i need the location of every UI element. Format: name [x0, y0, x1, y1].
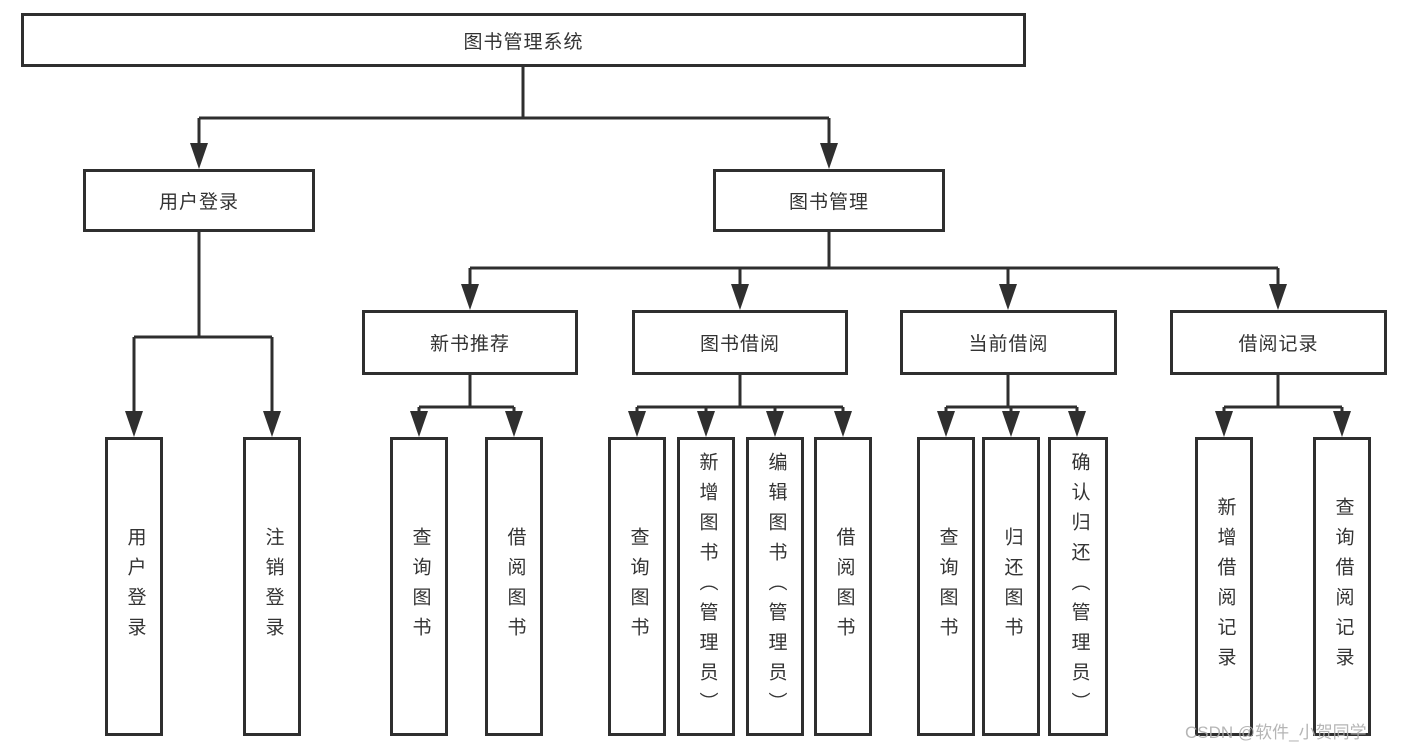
arrowhead-icon: [1333, 411, 1351, 437]
arrowhead-icon: [628, 411, 646, 437]
arrowhead-icon: [999, 284, 1017, 310]
leaf-borrowing-add-book-admin: 新增图书（管理员）: [677, 437, 735, 736]
arrowhead-icon: [190, 143, 208, 169]
arrowhead-icon: [731, 284, 749, 310]
node-library-system: 图书管理系统: [21, 13, 1026, 67]
arrowheads: [125, 143, 1351, 437]
arrowhead-icon: [820, 143, 838, 169]
arrowhead-icon: [461, 284, 479, 310]
leaf-current-return-book: 归还图书: [982, 437, 1040, 736]
arrowhead-icon: [263, 411, 281, 437]
connector-root-to-level2: [197, 67, 831, 148]
arrowhead-icon: [697, 411, 715, 437]
arrowhead-icon: [125, 411, 143, 437]
node-book-borrowing: 图书借阅: [632, 310, 848, 375]
arrowhead-icon: [1002, 411, 1020, 437]
leaf-borrowing-edit-book-admin: 编辑图书（管理员）: [746, 437, 804, 736]
connector-current-borrowing-to-leaves: [944, 375, 1079, 416]
node-current-borrowing: 当前借阅: [900, 310, 1117, 375]
connector-book-management-to-level3: [468, 232, 1280, 289]
arrowhead-icon: [937, 411, 955, 437]
leaf-recommend-query-book: 查询图书: [390, 437, 448, 736]
arrowhead-icon: [505, 411, 523, 437]
arrowhead-icon: [1068, 411, 1086, 437]
leaf-records-add-borrow-record: 新增借阅记录: [1195, 437, 1253, 736]
connector-user-login-to-leaves: [132, 232, 274, 416]
leaf-records-query-borrow-record: 查询借阅记录: [1313, 437, 1371, 736]
leaf-user-login: 用户登录: [105, 437, 163, 736]
leaf-logout: 注销登录: [243, 437, 301, 736]
node-borrow-records: 借阅记录: [1170, 310, 1387, 375]
connector-new-book-recommend-to-leaves: [417, 375, 516, 416]
arrowhead-icon: [1215, 411, 1233, 437]
node-user-login: 用户登录: [83, 169, 315, 232]
connector-book-borrowing-to-leaves: [635, 375, 845, 416]
arrowhead-icon: [1269, 284, 1287, 310]
leaf-borrowing-borrow-book: 借阅图书: [814, 437, 872, 736]
arrowhead-icon: [410, 411, 428, 437]
connector-borrow-records-to-leaves: [1222, 375, 1344, 416]
leaf-current-query-book: 查询图书: [917, 437, 975, 736]
leaf-borrowing-query-book: 查询图书: [608, 437, 666, 736]
leaf-current-confirm-return-admin: 确认归还（管理员）: [1048, 437, 1108, 736]
leaf-recommend-borrow-book: 借阅图书: [485, 437, 543, 736]
arrowhead-icon: [834, 411, 852, 437]
csdn-watermark: CSDN @软件_小贺同学: [1185, 723, 1367, 742]
node-new-book-recommend: 新书推荐: [362, 310, 578, 375]
arrowhead-icon: [766, 411, 784, 437]
node-book-management: 图书管理: [713, 169, 945, 232]
